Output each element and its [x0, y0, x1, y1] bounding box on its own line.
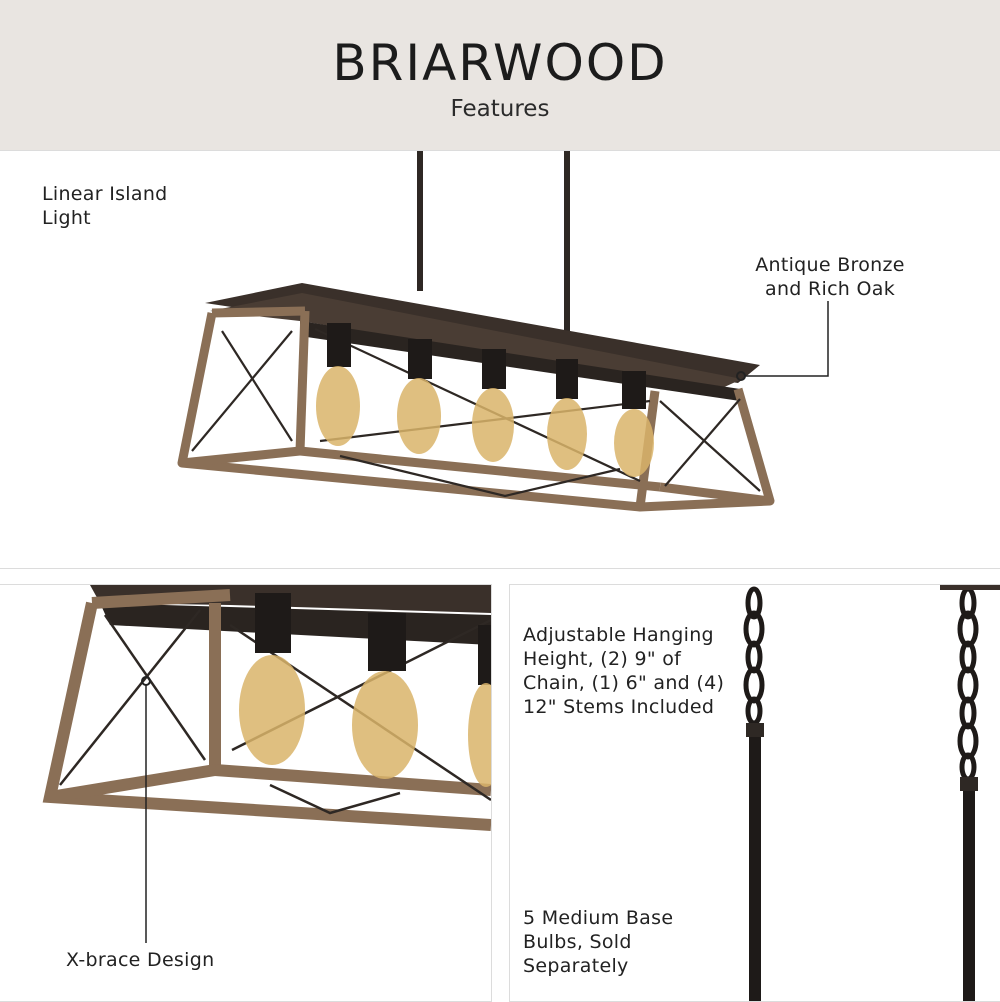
- linear-island-line-1: Linear Island: [42, 183, 168, 205]
- linear-island-line-2: Light: [42, 207, 91, 229]
- bulb-row: [316, 323, 654, 477]
- xbrace-label: X-brace Design: [66, 949, 215, 971]
- finish-line-1: Antique Bronze: [755, 254, 905, 276]
- hanging-line-3: Chain, (1) 6" and (4): [523, 672, 725, 694]
- main-fixture-illustration: [177, 151, 829, 512]
- xbrace-illustration: [42, 585, 491, 943]
- hanging-detail-panel: Adjustable Hanging Height, (2) 9" of Cha…: [509, 584, 1000, 1002]
- bulbs-label: 5 Medium Base Bulbs, Sold Separately: [523, 906, 673, 978]
- hanging-label: Adjustable Hanging Height, (2) 9" of Cha…: [523, 623, 724, 719]
- main-fixture-panel: Linear Island Light Antique Bronze and R…: [0, 150, 1000, 569]
- product-title: BRIARWOOD: [332, 34, 668, 92]
- product-subtitle: Features: [450, 96, 550, 122]
- xbrace-detail-panel: X-brace Design: [0, 584, 492, 1002]
- hanging-line-4: 12" Stems Included: [523, 696, 715, 718]
- chain-stem-illustration: [743, 585, 1000, 1001]
- hanging-line-2: Height, (2) 9" of: [523, 648, 682, 670]
- header-banner: BRIARWOOD Features: [0, 0, 1000, 150]
- bulbs-line-1: 5 Medium Base: [523, 907, 674, 929]
- bulbs-line-3: Separately: [523, 955, 629, 977]
- hanging-line-1: Adjustable Hanging: [523, 624, 714, 646]
- finish-label: Antique Bronze and Rich Oak: [735, 253, 925, 301]
- finish-line-2: and Rich Oak: [765, 278, 895, 300]
- linear-island-label: Linear Island Light: [42, 182, 168, 230]
- bulbs-line-2: Bulbs, Sold: [523, 931, 632, 953]
